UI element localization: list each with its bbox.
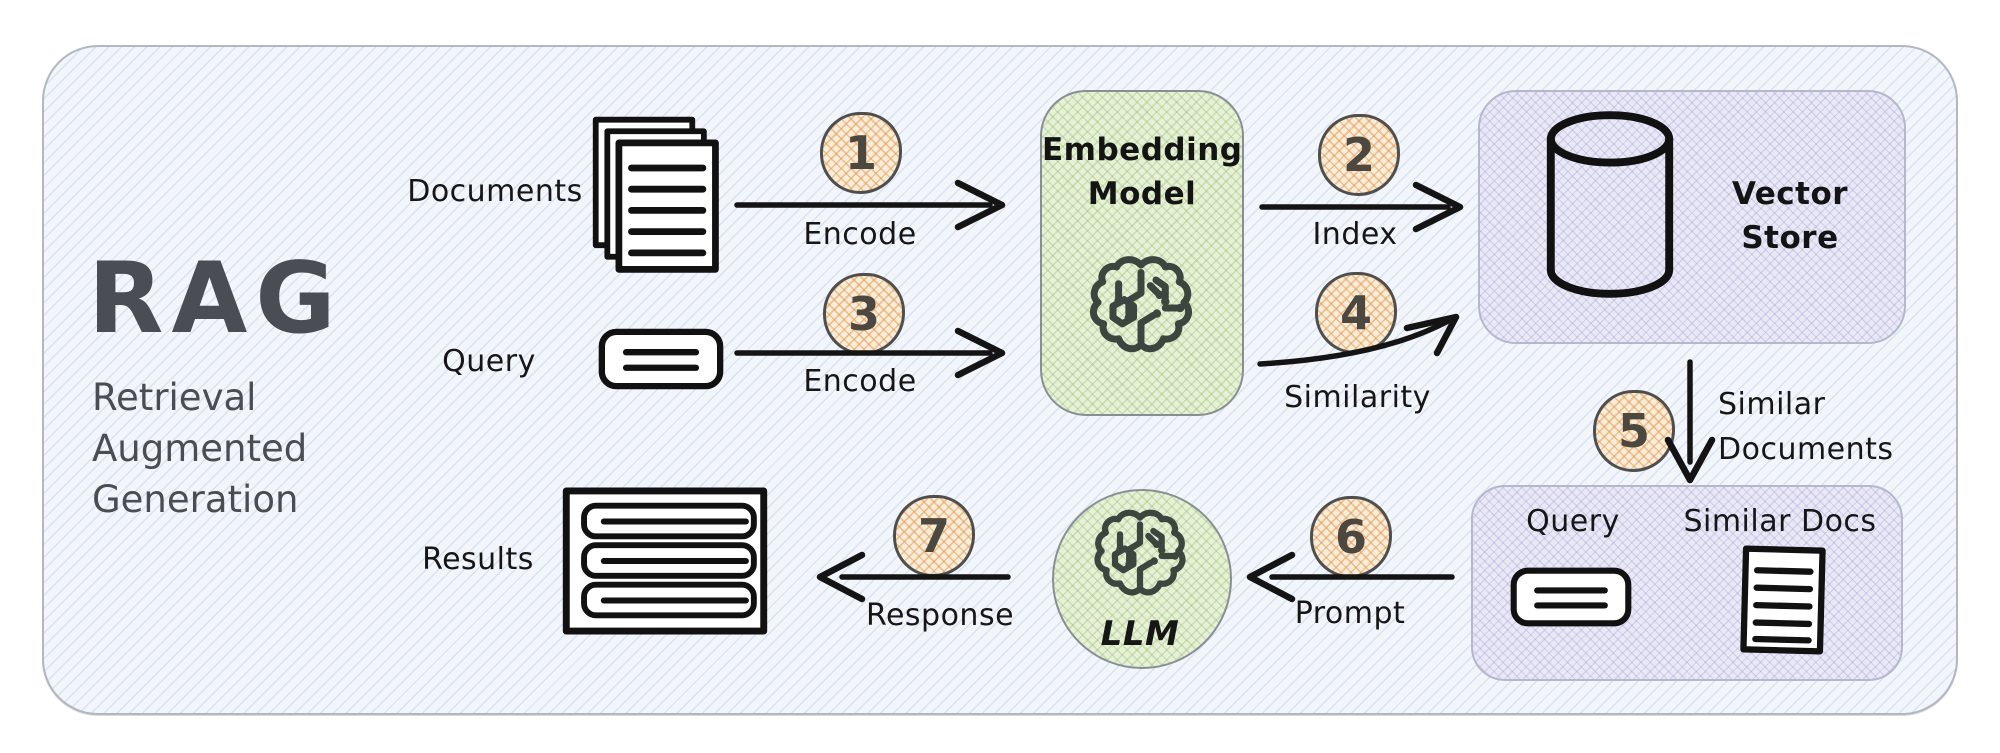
step-4-number: 4	[1339, 286, 1372, 340]
brain-circuit-icon	[1090, 506, 1190, 606]
subtitle-line-2: Augmented	[92, 427, 308, 470]
step-4-badge: 4	[1315, 272, 1397, 354]
step-5-number: 5	[1617, 404, 1650, 458]
step-5-label: Similar Documents	[1718, 387, 1894, 467]
results-list-icon	[560, 483, 770, 639]
embedding-model-title: Embedding Model	[1042, 132, 1243, 212]
diagram-subtitle: Retrieval Augmented Generation	[92, 372, 307, 525]
results-label: Results	[422, 542, 534, 577]
step-5-badge: 5	[1593, 390, 1675, 472]
subtitle-line-3: Generation	[92, 478, 299, 521]
vector-store-title: Vector Store	[1731, 176, 1849, 256]
step-6-number: 6	[1334, 510, 1367, 564]
embedding-model-node: Embedding Model	[1040, 90, 1244, 416]
step-1-label: Encode	[803, 217, 917, 252]
step-2-number: 2	[1342, 128, 1375, 182]
query-label: Query	[442, 344, 536, 379]
step-7-badge: 7	[893, 495, 975, 577]
query-pill-icon	[1508, 566, 1634, 628]
llm-label: LLM	[1100, 614, 1180, 654]
documents-stack-icon	[588, 112, 728, 277]
step-2-badge: 2	[1318, 114, 1400, 196]
llm-node	[1052, 489, 1232, 669]
step-3-badge: 3	[823, 273, 905, 355]
step-6-badge: 6	[1310, 496, 1392, 578]
database-cylinder-icon	[1536, 106, 1684, 304]
step-6-label: Prompt	[1294, 596, 1406, 631]
step-1-badge: 1	[820, 112, 902, 194]
retrieved-docs-label: Similar Docs	[1683, 504, 1877, 539]
step-4-label: Similarity	[1284, 380, 1431, 415]
retrieved-query-label: Query	[1526, 504, 1620, 539]
query-pill-icon	[597, 327, 725, 391]
step-7-label: Response	[865, 598, 1015, 633]
step-3-number: 3	[847, 287, 880, 341]
step-2-label: Index	[1312, 217, 1398, 252]
brain-circuit-icon	[1085, 252, 1197, 364]
document-icon	[1737, 540, 1829, 660]
subtitle-line-1: Retrieval	[92, 376, 257, 419]
step-3-label: Encode	[803, 364, 917, 399]
step-1-number: 1	[844, 126, 877, 180]
documents-label: Documents	[407, 174, 583, 209]
diagram-title: RAG	[88, 242, 344, 356]
step-7-number: 7	[917, 509, 950, 563]
